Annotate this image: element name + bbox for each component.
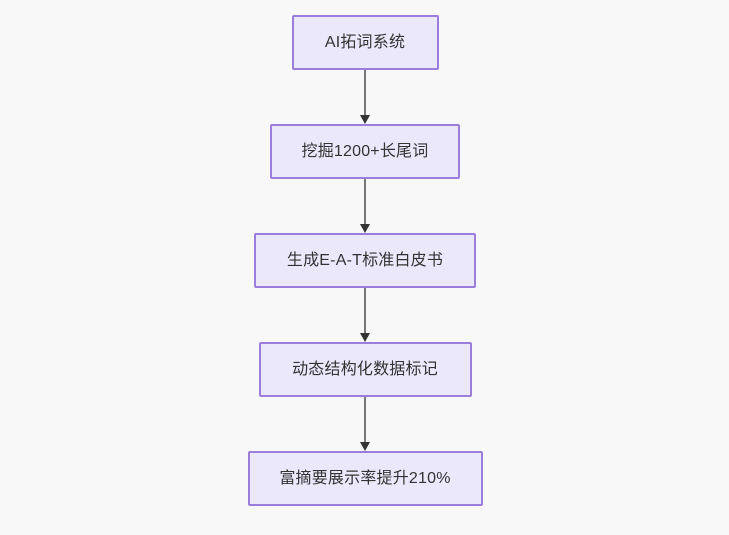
edge-line: [364, 397, 366, 443]
arrow-head-icon: [360, 333, 370, 342]
flow-node-rich-snippet-impression-uplift[interactable]: 富摘要展示率提升210%: [247, 451, 483, 506]
flow-node-ai-keyword-system[interactable]: AI拓词系统: [291, 15, 439, 70]
edge-line: [364, 179, 366, 225]
edge-line: [364, 70, 366, 116]
flow-node-generate-eat-whitepaper[interactable]: 生成E-A-T标准白皮书: [254, 233, 476, 288]
flow-edge-1: [359, 70, 371, 124]
flow-node-label: 挖掘1200+长尾词: [301, 142, 429, 160]
arrow-head-icon: [360, 442, 370, 451]
flow-node-label: AI拓词系统: [324, 33, 406, 51]
flow-edge-4: [359, 397, 371, 451]
flow-node-mine-longtail-keywords[interactable]: 挖掘1200+长尾词: [270, 124, 460, 179]
arrow-head-icon: [360, 115, 370, 124]
flow-node-dynamic-structured-data-markup[interactable]: 动态结构化数据标记: [258, 342, 472, 397]
flow-node-label: 动态结构化数据标记: [292, 360, 438, 378]
edge-line: [364, 288, 366, 334]
flow-edge-3: [359, 288, 371, 342]
arrow-head-icon: [360, 224, 370, 233]
flow-node-label: 生成E-A-T标准白皮书: [286, 251, 444, 269]
flow-node-label: 富摘要展示率提升210%: [279, 469, 451, 487]
flow-edge-2: [359, 179, 371, 233]
